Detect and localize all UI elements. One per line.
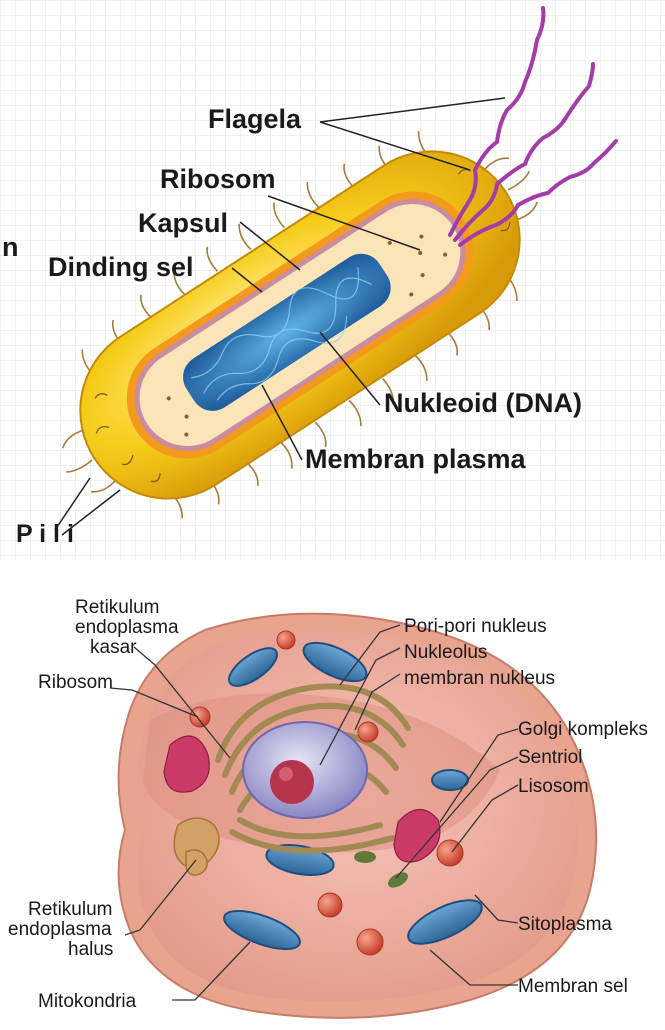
nucleolus	[270, 760, 314, 804]
label-rer-3: kasar	[90, 637, 137, 658]
eukaryote-diagram: Retikulum endoplasma kasar Ribosom Retik…	[0, 560, 665, 1030]
label-ser-1: Retikulum	[28, 899, 112, 920]
label-ribosom-euk: Ribosom	[38, 672, 113, 693]
label-golgi: Golgi kompleks	[518, 719, 648, 740]
label-membran-sel: Membran sel	[518, 976, 628, 997]
label-pori-nukleus: Pori-pori nukleus	[404, 616, 547, 637]
label-mitokondria: Mitokondria	[38, 991, 137, 1012]
label-nukleolus: Nukleolus	[404, 642, 487, 663]
label-rer-2: endoplasma	[75, 617, 179, 638]
label-membran-nukleus: membran nukleus	[404, 668, 555, 689]
label-lisosom: Lisosom	[518, 776, 589, 797]
prokaryote-diagram: Flagela Ribosom Kapsul Dinding sel Nukle…	[0, 0, 665, 560]
label-ribosom-prok: Ribosom	[160, 164, 276, 194]
prokaryote-illustration: Flagela Ribosom Kapsul Dinding sel Nukle…	[0, 0, 665, 560]
eukaryote-illustration: Retikulum endoplasma kasar Ribosom Retik…	[0, 560, 665, 1030]
label-pili: P i l i	[16, 520, 74, 548]
label-nukleoid: Nukleoid (DNA)	[384, 388, 582, 418]
label-sitoplasma: Sitoplasma	[518, 914, 612, 935]
label-dinding-sel: Dinding sel	[48, 252, 194, 282]
label-edge-fragment: n	[2, 232, 19, 262]
label-ser-3: halus	[68, 939, 113, 960]
nucleolus-highlight	[279, 767, 293, 781]
label-rer-1: Retikulum	[75, 597, 159, 618]
label-flagela: Flagela	[208, 104, 302, 134]
label-kapsul: Kapsul	[138, 208, 228, 238]
label-membran-plasma: Membran plasma	[305, 444, 527, 474]
label-sentriol: Sentriol	[518, 747, 582, 768]
label-ser-2: endoplasma	[8, 919, 112, 940]
